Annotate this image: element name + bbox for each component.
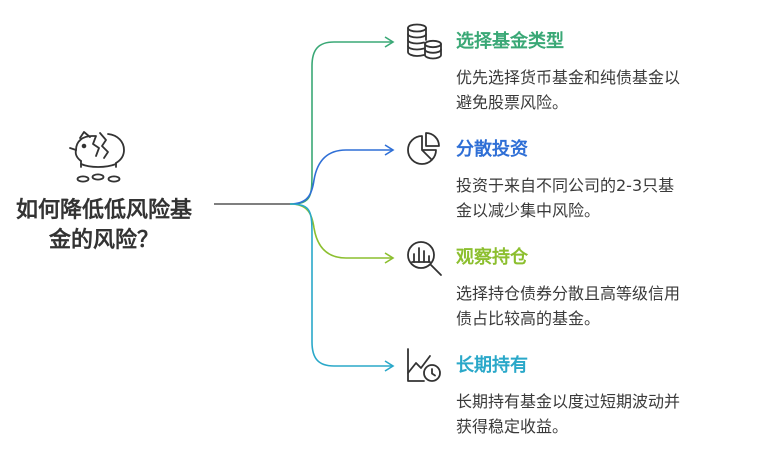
- branch-desc-2-line-1: 投资于来自不同公司的2-3只基: [456, 176, 675, 195]
- branch-title-4: 长期持有: [456, 355, 528, 376]
- branch-desc-4-line-2: 获得稳定收益。: [456, 417, 569, 436]
- branch-connector-4: [289, 203, 392, 367]
- branch-title-1: 选择基金类型: [456, 31, 564, 52]
- magnifier-chart-icon: [407, 241, 442, 276]
- central-title-line-2: 金的风险？: [48, 228, 159, 253]
- branch-arrow-1: [384, 36, 395, 48]
- chart-clock-icon: [407, 348, 441, 382]
- central-title-line-1: 如何降低低风险基: [15, 198, 192, 223]
- branch-desc-1: 优先选择货币基金和纯债基金以 避免股票风险。: [456, 65, 741, 115]
- branch-desc-1-line-1: 优先选择货币基金和纯债基金以: [456, 68, 681, 87]
- branch-desc-4-line-1: 长期持有基金以度过短期波动并: [456, 392, 681, 411]
- branch-arrow-3: [384, 252, 395, 264]
- branch-title-3: 观察持仓: [456, 247, 528, 268]
- branch-arrow-4: [384, 360, 395, 372]
- branch-title-2: 分散投资: [456, 139, 528, 160]
- branch-desc-2: 投资于来自不同公司的2-3只基 金以减少集中风险。: [456, 173, 741, 223]
- branch-desc-3: 选择持仓债券分散且高等级信用 债占比较高的基金。: [456, 281, 741, 331]
- branch-connector-3: [289, 203, 392, 259]
- pie-chart-icon: [407, 132, 440, 165]
- branch-connector-1: [289, 41, 392, 205]
- branch-desc-3-line-2: 债占比较高的基金。: [456, 309, 601, 328]
- branch-connector-2: [289, 149, 392, 205]
- coin-stack-icon: [407, 23, 442, 60]
- central-title: 如何降低低风险基 金的风险？: [4, 196, 204, 256]
- branch-desc-4: 长期持有基金以度过短期波动并 获得稳定收益。: [456, 389, 741, 439]
- branch-desc-2-line-2: 金以减少集中风险。: [456, 201, 601, 220]
- branch-desc-3-line-1: 选择持仓债券分散且高等级信用: [456, 284, 681, 303]
- broken-piggy-bank-icon: [69, 131, 125, 183]
- branch-desc-1-line-2: 避免股票风险。: [456, 93, 569, 112]
- branch-arrow-2: [384, 144, 395, 156]
